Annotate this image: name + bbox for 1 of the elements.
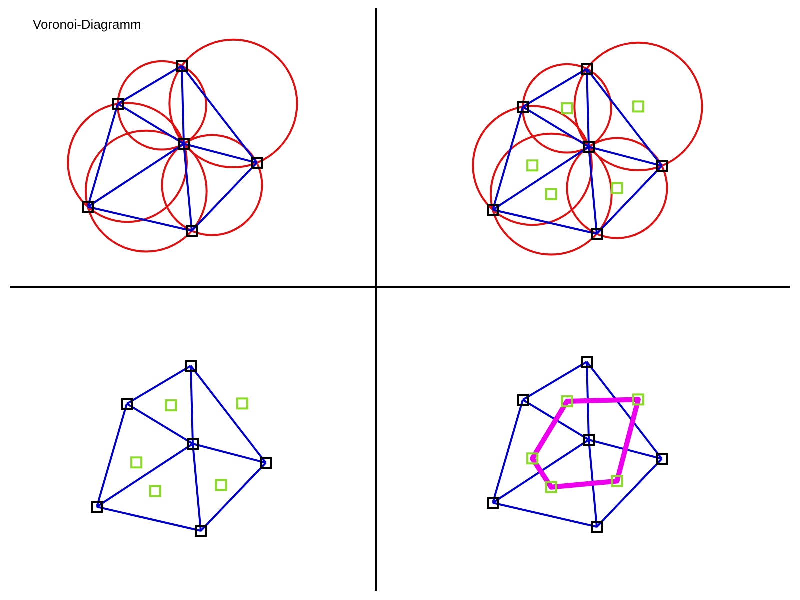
diagram-title: Voronoi-Diagramm: [33, 17, 142, 32]
